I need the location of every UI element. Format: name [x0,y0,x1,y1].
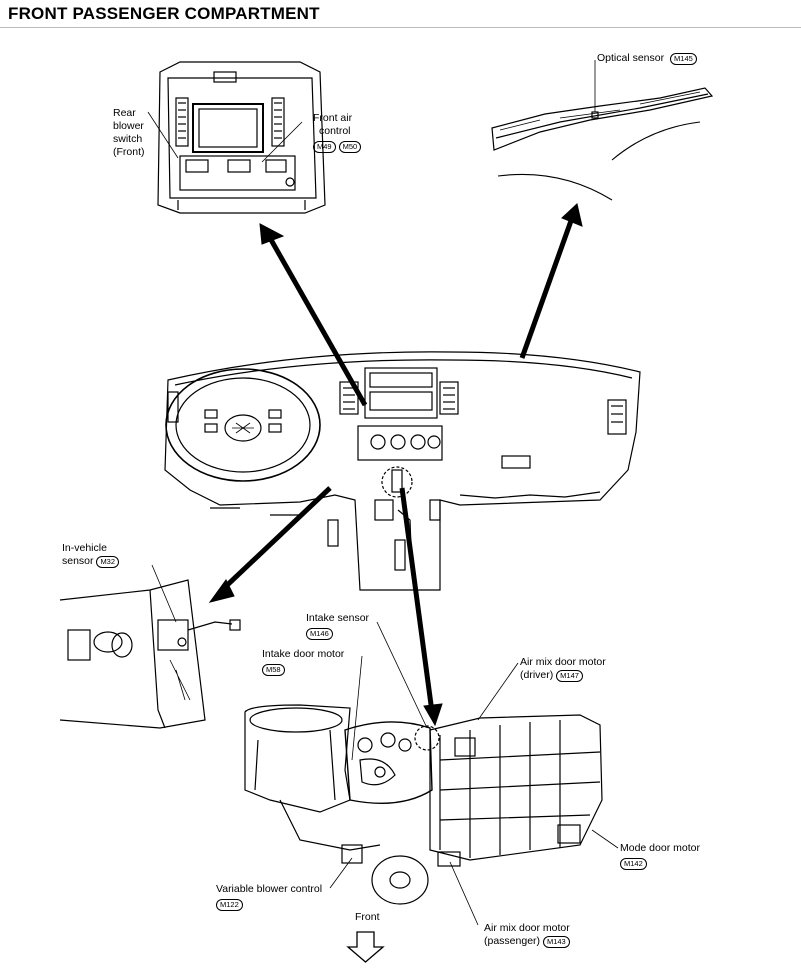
intake-sensor-label: Intake sensor M146 [306,612,369,640]
leader-line-front-air-control [261,121,303,163]
variable-blower-control-label: Variable blower control M122 [216,883,322,911]
connector-badge: M146 [306,628,333,640]
rear-blower-line-4: (Front) [113,146,145,158]
connector-badge: M143 [542,936,570,948]
mode-door-motor-text: Mode door motor [620,842,700,854]
in-vehicle-sensor-label: In-vehicle sensor M32 [62,542,122,568]
air-mix-passenger-label: Air mix door motor (passenger) M143 [484,922,573,948]
leader-line-rear-blower [147,111,179,159]
title-divider [0,27,801,28]
leader-line-variable-blower [329,857,353,889]
air-mix-driver-line-2: (driver) [520,669,554,681]
connector-badge: M122 [216,899,243,911]
dashboard-illustration [164,351,641,591]
in-vehicle-line-2: sensor [62,555,94,567]
intake-door-motor-label: Intake door motor M58 [262,648,344,676]
in-vehicle-sensor-illustration [59,579,241,729]
connector-badge: M49 [313,141,336,153]
connector-badge: M32 [96,556,120,568]
leader-line-intake-sensor [376,621,428,729]
leader-line-intake-door-motor [351,655,363,761]
leader-line-air-mix-driver [477,662,519,721]
front-direction-label: Front [355,911,380,923]
connector-badge: M50 [338,141,362,153]
rear-blower-line-2: blower [113,120,144,132]
in-vehicle-line-1: In-vehicle [62,542,107,554]
intake-door-motor-text: Intake door motor [262,648,345,660]
front-air-control-panel-illustration [157,61,326,214]
front-direction-arrow-icon [346,931,385,963]
air-mix-driver-line-1: Air mix door motor [520,656,606,668]
front-air-control-line-2: control [319,125,351,137]
connector-badge: M142 [620,858,647,870]
intake-sensor-text: Intake sensor [306,612,370,624]
connector-badge: M145 [670,53,697,65]
pointer-arrows [208,203,583,727]
rear-blower-line-3: switch [113,133,143,145]
front-air-control-line-1: Front air [313,112,353,124]
air-mix-passenger-line-1: Air mix door motor [484,922,570,934]
connector-badge: M147 [556,670,583,682]
air-mix-passenger-line-2: (passenger) [484,935,541,947]
hvac-unit-illustration [244,704,603,905]
variable-blower-text: Variable blower control [216,883,323,895]
connector-badge: M58 [262,664,285,676]
leader-line-air-mix-passenger [449,861,479,926]
windshield-illustration [491,87,714,201]
rear-blower-line-1: Rear [113,107,136,119]
page-title: FRONT PASSENGER COMPARTMENT [8,4,320,23]
mode-door-motor-label: Mode door motor M142 [620,842,700,870]
leader-line-in-vehicle-sensor [151,564,177,623]
leader-line-mode-door-motor [591,829,619,849]
air-mix-driver-label: Air mix door motor (driver) M147 [520,656,606,682]
optical-sensor-text: Optical sensor [597,52,665,64]
optical-sensor-label: Optical sensor M145 [597,52,700,65]
rear-blower-switch-label: Rear blower switch (Front) [113,107,145,159]
